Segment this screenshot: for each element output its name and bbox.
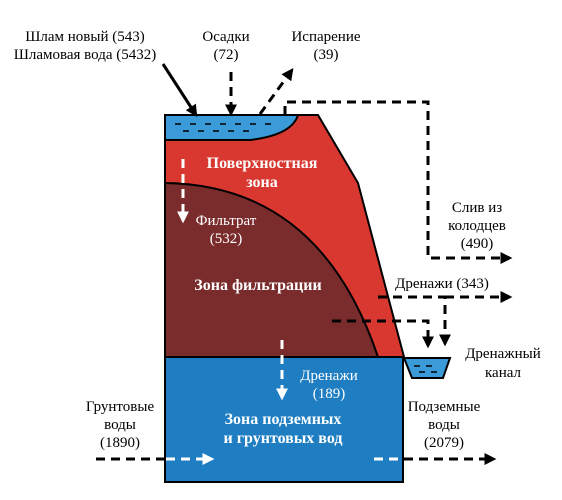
drainage-channel (402, 357, 452, 379)
groundwater-out-label-1: Подземные (408, 399, 481, 415)
filtrate-label-2: (532) (210, 231, 243, 247)
groundwater-in-label-1: Грунтовые (86, 399, 155, 415)
pond-wave-marks (175, 123, 271, 132)
sludge-inflow-arrow (161, 63, 198, 118)
evaporation-label-1: Испарение (291, 29, 360, 45)
sludge-label-2: Шламовая вода (5432) (14, 47, 157, 63)
filtration-zone-label: Зона фильтрации (194, 277, 321, 294)
filtration-zone (164, 181, 380, 358)
filtrate-label-1: Фильтрат (196, 213, 257, 229)
pond-water (164, 114, 300, 141)
precipitation-label-2: (72) (214, 47, 239, 63)
precipitation-label-1: Осадки (202, 29, 249, 45)
drain-down-label-1: Дренажи (300, 368, 357, 384)
surface-zone-label-2: зона (246, 174, 278, 191)
ground-zone-label-1: Зона подземных (225, 411, 342, 428)
groundwater-out-label-2: воды (428, 417, 460, 433)
wells-label-2: колодцев (448, 218, 506, 234)
sludge-label-1: Шлам новый (543) (25, 29, 144, 45)
wells-label-3: (490) (461, 236, 494, 252)
channel-wave-marks (414, 365, 437, 373)
ground-zone-label-2: и грунтовых вод (224, 430, 343, 447)
channel-label-1: Дренажный (465, 346, 541, 362)
channel-inflow-arrow (332, 319, 434, 349)
groundwater-out-label-3: (2079) (424, 435, 464, 451)
groundwater-in-label-3: (1890) (100, 435, 140, 451)
wells-label-1: Слив из (452, 200, 502, 216)
channel-label-2: канал (485, 365, 522, 381)
evaporation-label-2: (39) (314, 47, 339, 63)
groundwater-in-label-2: воды (104, 417, 136, 433)
side-drains-label: Дренажи (343) (395, 276, 489, 292)
well-discharge-arrow (283, 100, 513, 264)
surface-zone-label-1: Поверхностная (207, 155, 318, 172)
evaporation-arrow (258, 68, 294, 115)
drain-down-label-2: (189) (313, 386, 346, 402)
